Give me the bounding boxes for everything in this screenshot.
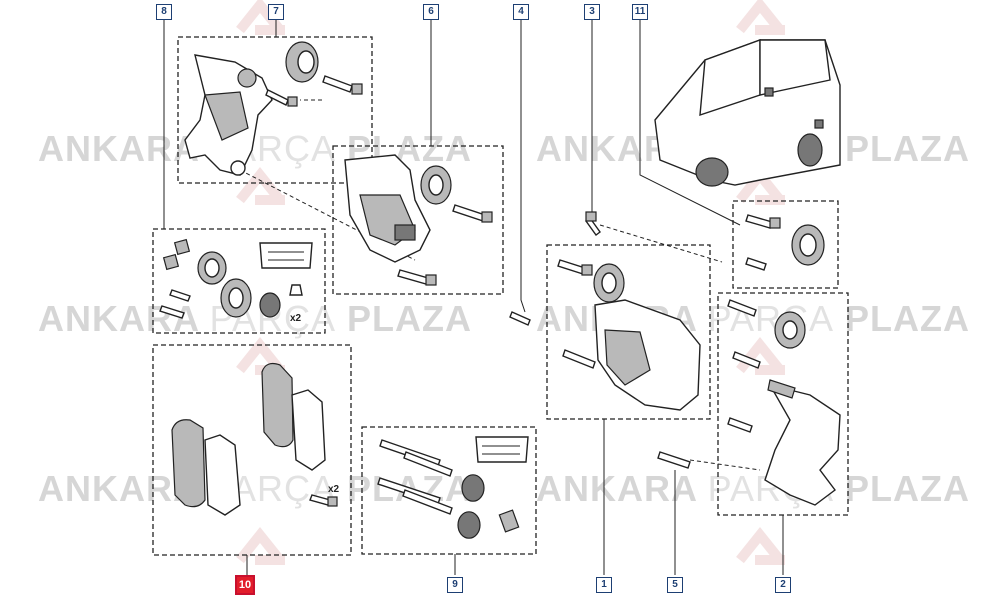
caliper-6 bbox=[344, 154, 493, 286]
leader-4 bbox=[520, 19, 526, 313]
callout-10[interactable]: 10 bbox=[235, 575, 255, 595]
group-box-6 bbox=[332, 145, 504, 295]
callout-5[interactable]: 5 bbox=[667, 577, 683, 593]
watermark-row-2: ANKARA PARÇA PLAZA bbox=[38, 298, 473, 339]
group-box-9 bbox=[361, 426, 537, 555]
seal-kit-8 bbox=[159, 238, 313, 319]
callout-8[interactable]: 8 bbox=[156, 4, 172, 20]
group-box-1 bbox=[546, 244, 711, 420]
quantity-label-pad-bolts: x2 bbox=[328, 484, 340, 495]
bolt-7b bbox=[265, 89, 298, 107]
guide-pin-kit-9 bbox=[377, 436, 529, 539]
group-box-10 bbox=[152, 344, 352, 556]
callout-4[interactable]: 4 bbox=[513, 4, 529, 20]
brake-pads-10 bbox=[171, 362, 338, 516]
group-box-11 bbox=[732, 200, 839, 289]
callout-7[interactable]: 7 bbox=[268, 4, 284, 20]
disc-group-11 bbox=[745, 214, 825, 271]
connector-3 bbox=[599, 224, 723, 263]
quantity-label-seal-kit: x2 bbox=[290, 313, 302, 324]
callout-1[interactable]: 1 bbox=[596, 577, 612, 593]
connector-5 bbox=[689, 459, 761, 471]
brake-disc-7 bbox=[285, 41, 319, 83]
callout-3[interactable]: 3 bbox=[584, 4, 600, 20]
group-box-7 bbox=[177, 36, 373, 184]
car-illustration bbox=[654, 39, 841, 187]
callout-9[interactable]: 9 bbox=[447, 577, 463, 593]
bolt-7a bbox=[322, 75, 363, 95]
rear-caliper-1 bbox=[509, 211, 701, 411]
group-box-8 bbox=[152, 228, 326, 334]
callout-2[interactable]: 2 bbox=[775, 577, 791, 593]
leader-11 bbox=[639, 19, 741, 226]
carrier-bracket-2 bbox=[657, 299, 841, 506]
callout-6[interactable]: 6 bbox=[423, 4, 439, 20]
carrier-bracket-7 bbox=[184, 54, 273, 176]
callout-11[interactable]: 11 bbox=[632, 4, 648, 20]
